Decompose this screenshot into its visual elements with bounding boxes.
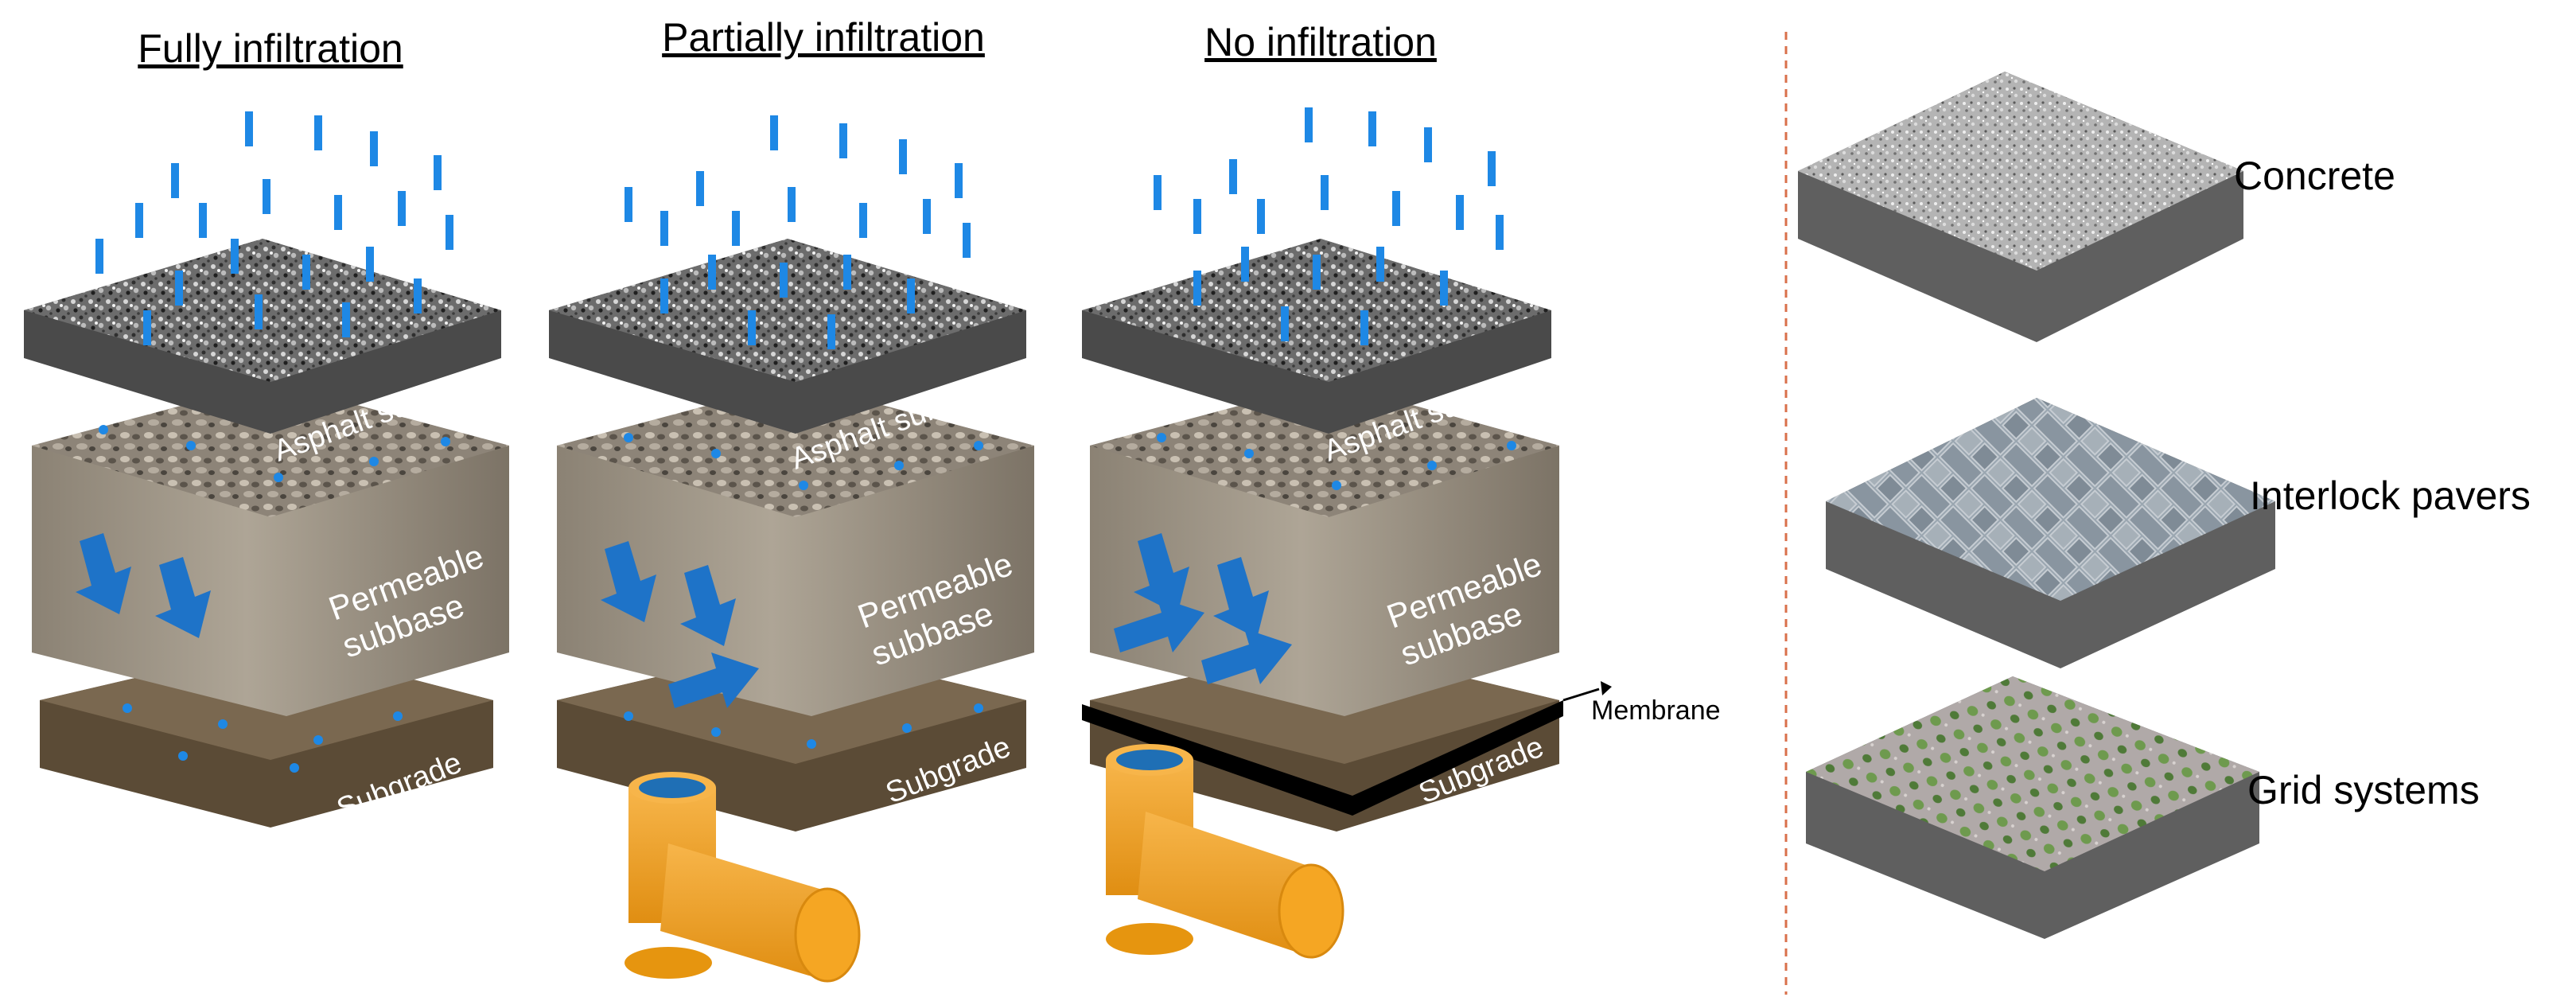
- flow-arrow-icon: [1114, 533, 1292, 684]
- subbase-layer: Permeablesubbase: [32, 382, 509, 716]
- panel-partially-infiltration: Partially infiltration Subgrade Permeabl…: [549, 15, 1034, 983]
- rain-drops-icon: [95, 111, 453, 773]
- drainage-pipe-icon: [625, 772, 861, 983]
- surface-type-concrete: Concrete: [1798, 72, 2395, 342]
- subbase-layer: Permeablesubbase: [557, 382, 1034, 716]
- membrane-label: Membrane: [1591, 695, 1721, 726]
- surface-type-label: Grid systems: [2247, 768, 2480, 812]
- rain-drops-icon: [1154, 107, 1516, 490]
- panel-title: Partially infiltration: [662, 15, 985, 60]
- subbase-layer: Permeablesubbase: [1090, 382, 1559, 716]
- flow-arrow-icon: [601, 541, 759, 708]
- surface-type-label: Concrete: [2234, 154, 2395, 198]
- panel-title: No infiltration: [1204, 20, 1437, 64]
- panel-no-infiltration: No infiltration Subgrade Permeablesubbas…: [1082, 20, 1721, 959]
- membrane-layer: [1082, 700, 1563, 816]
- membrane-pointer: Membrane: [1562, 681, 1721, 726]
- flow-arrow-icon: [76, 533, 211, 638]
- panel-title: Fully infiltration: [138, 26, 403, 71]
- drainage-pipe-icon: [1106, 744, 1344, 959]
- surface-type-label: Interlock pavers: [2250, 473, 2531, 518]
- rain-drops-icon: [624, 115, 983, 749]
- surface-type-interlock-pavers: Interlock pavers: [1826, 398, 2531, 668]
- surface-type-grid-systems: Grid systems: [1806, 676, 2480, 939]
- panel-fully-infiltration: Fully infiltration Subgrade Permeablesub…: [24, 26, 509, 828]
